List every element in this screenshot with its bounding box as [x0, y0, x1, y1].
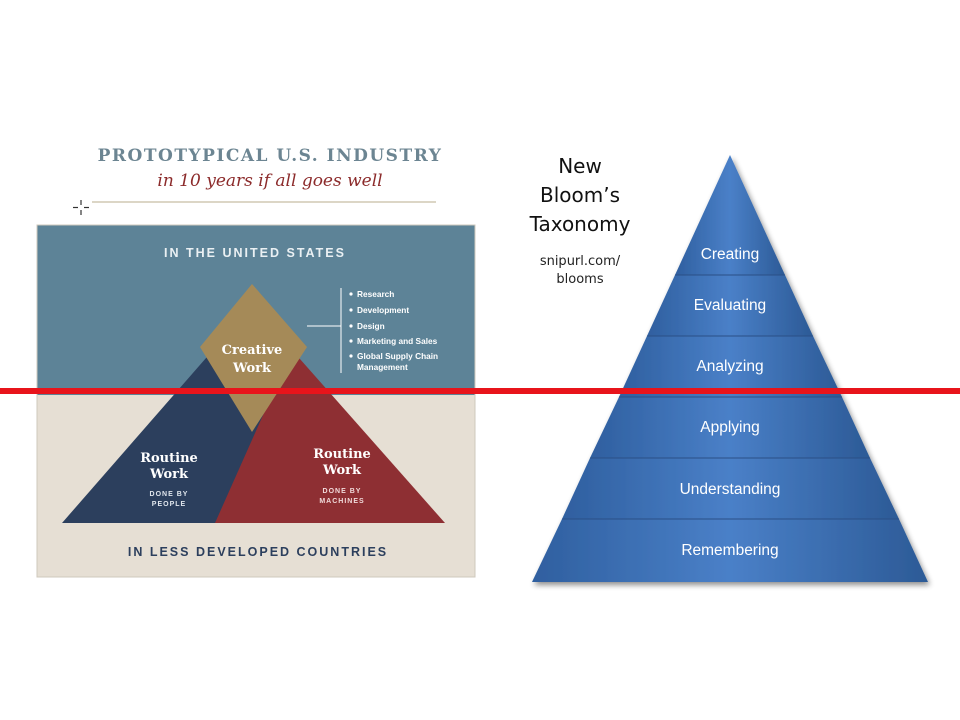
industry-frame — [36, 224, 476, 578]
red-divider-line — [0, 388, 960, 394]
level-label: Applying — [700, 419, 759, 436]
us-region-label: IN THE UNITED STATES — [164, 246, 346, 260]
routine-people-note2: PEOPLE — [152, 501, 186, 508]
bloom-link[interactable]: snipurl.com/ blooms — [520, 253, 640, 289]
level-label: Understanding — [680, 481, 781, 498]
pyramid-tier-understanding — [562, 458, 899, 519]
bloom-caption: New Bloom’s Taxonomy snipurl.com/ blooms — [520, 152, 640, 289]
routine-machines-line1: Routine — [313, 447, 371, 462]
list-item: Design — [357, 321, 385, 331]
pyramid-tier-applying — [590, 397, 870, 458]
routine-people-note1: DONE BY — [150, 491, 189, 498]
ldc-region-label: IN LESS DEVELOPED COUNTRIES — [128, 545, 388, 559]
bloom-link-line1: snipurl.com/ — [539, 254, 621, 269]
pyramid-tier-remembering — [532, 519, 928, 582]
bloom-heading-line1: New — [558, 154, 602, 178]
routine-machines-triangle — [215, 350, 445, 523]
creative-work-diamond — [200, 284, 307, 432]
level-label: Creating — [701, 246, 760, 263]
industry-title: PROTOTYPICAL U.S. INDUSTRY — [98, 146, 443, 166]
routine-people-line1: Routine — [140, 451, 198, 466]
list-item: Global Supply Chain — [357, 351, 438, 361]
routine-machines-line2: Work — [322, 463, 362, 478]
creative-label-line1: Creative — [222, 343, 283, 358]
pyramid-tier-evaluating — [647, 275, 813, 336]
bloom-heading-line2: Bloom’s — [539, 183, 620, 207]
list-item: Management — [357, 362, 408, 372]
pyramid-tier-analyzing — [619, 336, 842, 397]
list-item: Marketing and Sales — [357, 336, 438, 346]
bloom-pyramid — [532, 155, 928, 582]
list-item: Development — [357, 305, 409, 315]
level-label: Analyzing — [696, 358, 763, 375]
list-item: Research — [357, 289, 394, 299]
creative-label-line2: Work — [232, 361, 272, 376]
pyramid-dividers — [562, 274, 899, 520]
level-label: Remembering — [681, 542, 778, 559]
creative-list: Research Development Design Marketing an… — [349, 289, 438, 372]
pyramid-tier-creating — [675, 155, 785, 275]
industry-subtitle: in 10 years if all goes well — [157, 171, 382, 191]
level-label: Evaluating — [694, 297, 766, 314]
routine-machines-note1: DONE BY — [323, 488, 362, 495]
bloom-link-line2: blooms — [556, 272, 604, 287]
bloom-heading-line3: Taxonomy — [529, 212, 631, 236]
crosshair-icon — [73, 200, 89, 215]
routine-machines-note2: MACHINES — [319, 498, 364, 505]
routine-people-line2: Work — [149, 467, 189, 482]
